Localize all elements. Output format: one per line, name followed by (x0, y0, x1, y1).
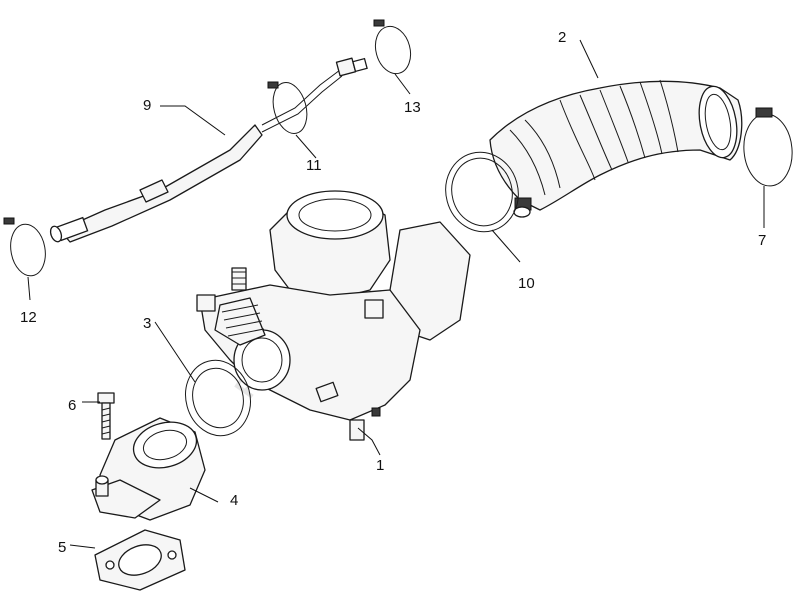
callout-3: 3 (143, 315, 151, 332)
callout-10: 10 (518, 275, 535, 292)
clamp-part-12 (3, 217, 46, 277)
callout-5: 5 (58, 539, 66, 556)
gasket-ring-part-3 (185, 359, 251, 437)
hose-part-9 (49, 57, 368, 243)
bolt-part-6 (97, 392, 115, 440)
callout-12: 12 (20, 309, 37, 326)
callout-13: 13 (404, 99, 421, 116)
callout-11: 11 (306, 157, 322, 174)
carburetor-part-1 (196, 190, 471, 441)
callout-4: 4 (230, 492, 238, 509)
callout-1: 1 (376, 457, 384, 474)
callout-9: 9 (143, 97, 151, 114)
callout-7: 7 (758, 232, 766, 249)
clamp-part-13 (373, 19, 412, 75)
leader-lines (27, 39, 765, 549)
gasket-plate-part-5 (94, 529, 186, 591)
callout-2: 2 (558, 29, 566, 46)
clamp-part-11 (267, 81, 308, 134)
callout-6: 6 (68, 397, 76, 414)
callout-labels: 2 9 13 11 12 7 10 3 6 1 4 5 (20, 29, 766, 556)
intake-hose-part-2 (489, 79, 743, 218)
intake-manifold-part-4 (91, 417, 206, 521)
clamp-part-7 (743, 107, 793, 187)
